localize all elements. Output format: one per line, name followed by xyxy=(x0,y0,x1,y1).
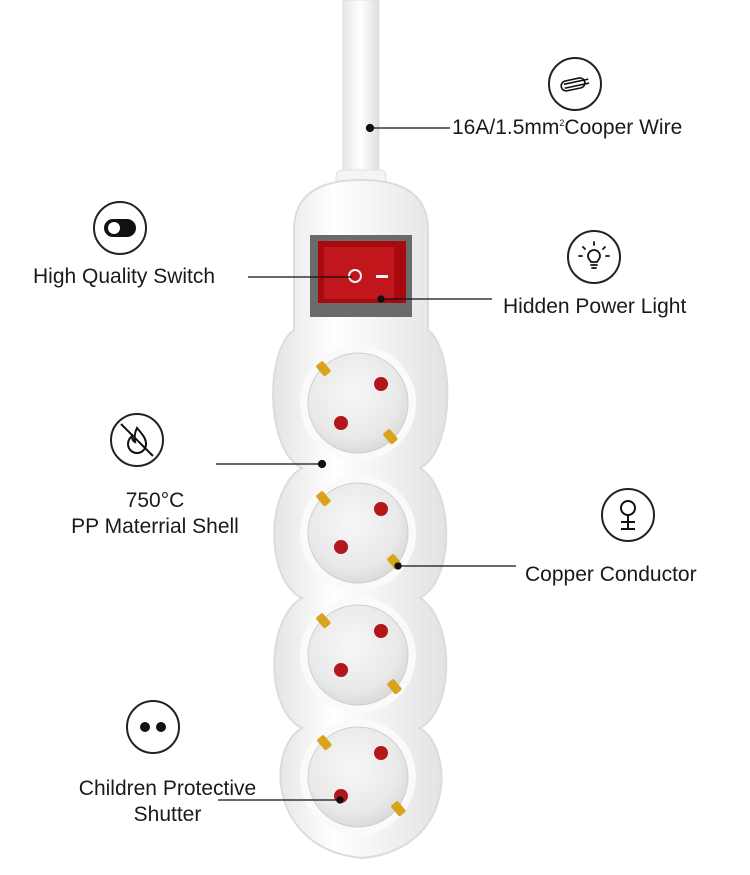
wire-cable-icon xyxy=(548,57,602,111)
copper-symbol-icon xyxy=(601,488,655,542)
shell-label-line2: PP Materrial Shell xyxy=(71,515,239,538)
switch-label: High Quality Switch xyxy=(33,265,216,288)
no-fire-icon xyxy=(110,413,164,467)
shutter-label: Children Protective Shutter xyxy=(45,776,290,828)
socket-1 xyxy=(300,345,416,461)
power-cable xyxy=(342,0,380,187)
conductor-label: Copper Conductor xyxy=(525,563,697,586)
shell-label-line1: 750°C xyxy=(125,489,185,512)
shutter-label-line1: Children Protective xyxy=(78,777,257,800)
shutter-holes-icon xyxy=(126,700,180,754)
switch-on-mark xyxy=(376,275,388,278)
rocker-switch xyxy=(310,235,412,317)
light-bulb-icon xyxy=(567,230,621,284)
switch-off-mark xyxy=(348,269,362,283)
wire-spec-label: 16A/1.5mm2Cooper Wire xyxy=(452,116,683,139)
socket-4 xyxy=(300,719,416,835)
shell-label: 750°C PP Materrial Shell xyxy=(40,488,270,540)
toggle-switch-icon xyxy=(93,201,147,255)
socket-2 xyxy=(300,475,416,591)
power-light-label: Hidden Power Light xyxy=(503,295,687,318)
shutter-label-line2: Shutter xyxy=(133,803,202,826)
socket-3 xyxy=(300,597,416,713)
